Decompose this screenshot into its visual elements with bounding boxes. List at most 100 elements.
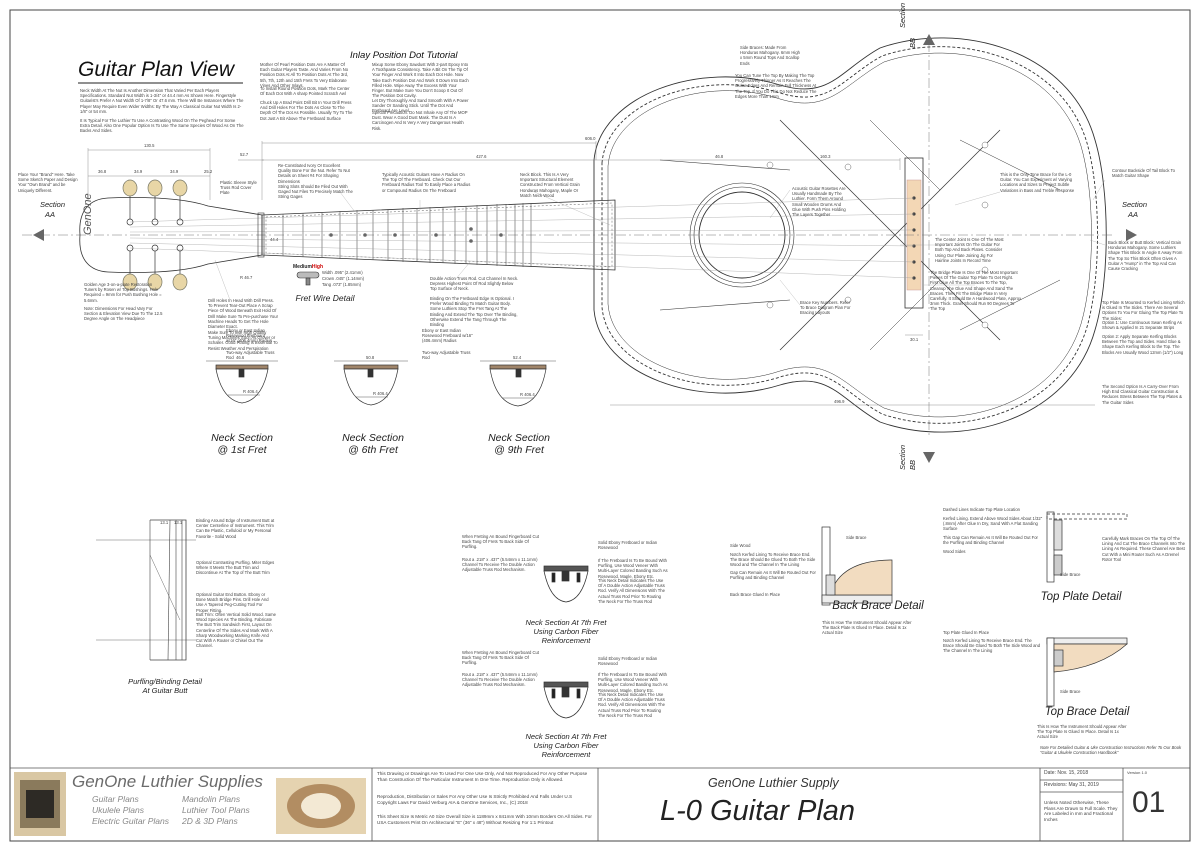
note-brand: Place Your "Brand" Here. Take Some Sketc… [18,172,78,193]
fret-wire-graphic [296,271,320,286]
dim-ts2: 13.1 [174,520,183,525]
note-top-braces-place: Top Plate Glued In Place [943,630,990,635]
caption-neck-1st-a: Neck Section [211,432,273,444]
note-ebony-fretboard-1: Ebony or East Indian Rosewood Fretboard … [226,328,272,344]
dim-n1: 46.6 [236,355,245,360]
note-carbon-2d: If The Fretboard Is To Be Bound With Pur… [598,672,668,693]
note-option2: Option 2: Apply Separate Kerfing Blocks … [1102,334,1184,355]
caption-carbon-2b: Using Carbon Fiber [533,741,599,750]
note-optional-purfling: Optional Contrasting Purfling. Miter Edg… [196,560,275,576]
caption-back-brace: Back Brace Detail [832,600,924,612]
tb-luthier-tool: Luthier Tool Plans [182,805,250,815]
caption-purfling: Purfling/Binding Detail At Guitar Butt [110,677,220,695]
dimension-lines [87,141,1095,406]
tb-2d3d-plans: 2D & 3D Plans [182,816,238,826]
section-aa-right-word: Section [1122,200,1148,209]
dim-n3: 52.4 [513,355,522,360]
caption-neck-9th: Neck Section @ 9th Fret [482,432,556,456]
note-instrument-appear: This Is How The Instrument Should Appear… [822,620,912,636]
note-carbon-2c: Solid Ebony Fretboard or Indian Rosewood [598,656,658,667]
carbon-section-2 [543,681,589,719]
note-carbon-2e: This Neck Detail Indicates The Use Of A … [598,692,665,718]
note-headstock: It Is Typical For The Luthier To Use A C… [80,118,244,134]
neck-section-6th [334,360,408,406]
dim-d9: 46.8 [715,154,724,159]
dim-n2: 50.8 [366,355,375,360]
dim-r-9th: R 406.4 [520,392,535,397]
note-dashed-lines: Dashed Lines Indicate Top Plate Location [943,507,1020,512]
note-optional-butt: Optional Guitar End Button. Ebony or Bon… [196,592,269,613]
note-carefully-mark: Carefully Mark Braces On The Top Of The … [1102,536,1185,562]
note-ebony-fretboard-2: Ebony or East Indian Rosewood Fretboard … [422,328,473,344]
fret-grade-high: High [311,264,323,270]
note-carbon-1d: If The Fretboard Is To Be Bound With Pur… [598,558,668,579]
tb-guitar-plans: Guitar Plans [92,794,139,804]
caption-carbon-2c: Reinforcement [541,750,591,759]
note-reconstituted: Re-Constituted Ivory Or Excellent Qualit… [278,163,350,184]
sheet-border [9,9,1191,842]
note-double-action: Double Action Truss Rod. Cut Channel In … [430,276,519,292]
note-neck-width: Neck Width At The Nut Is Another Dimensi… [80,88,244,114]
note-second-option: The Second Option Is A Carry-Over From H… [1102,384,1182,405]
tb-plans-col2: Mandolin Plans Luthier Tool Plans 2D & 3… [182,794,250,827]
caption-neck-1st: Neck Section @ 1st Fret [208,432,276,456]
top-brace-detail [1046,637,1128,707]
dim-r-1st: R 406.4 [243,389,258,394]
note-top-side-brace: Side Brace [1060,572,1081,577]
note-notch-kerfed: Notch Kerfed Lining To Receive Brace End… [730,552,816,568]
note-dot-tutorial-6: Special Precaution: Do Not Inhale Any Of… [372,110,468,131]
tb-unless: Unless Noted Otherwise, These Plans Are … [1044,800,1118,822]
caption-top-plate: Top Plate Detail [1040,591,1122,603]
note-bridge-plate: The Bridge Plate Is One Of The Most Impo… [930,270,1022,312]
note-dot-tutorial-3: Chuck Up A Brad Point Drill Bit In Your … [260,100,353,121]
note-head-vary: Note: Dimensions For Head Vary For Secti… [84,306,163,322]
note-carbon-1e: This Neck Detail Indicates The Use Of A … [598,578,665,604]
note-dot-tutorial-1: Mother Of Pearl Position Dots Are A Matt… [260,62,349,88]
inlay-tutorial-title: Inlay Position Dot Tutorial [350,50,458,61]
note-kerfed-lining: Kerfed Lining. Extend Above Wood Sides A… [943,516,1043,532]
note-plastic-sleeve: Plastic Sleeve Style Truss Rod Cover Pla… [220,180,257,196]
caption-top-brace: Top Brace Detail [1044,706,1130,718]
dim-d14: 496.9 [834,399,845,404]
note-side-braces: Side Braces: Made From Honduras Mahogany… [740,45,800,66]
caption-purfling-a: Purfling/Binding Detail [128,677,202,686]
brace-key-circles [766,141,989,329]
section-bb-arrow-top [923,34,935,45]
caption-carbon-2a: Neck Section At 7th Fret [525,732,607,741]
neck-section-1st [206,360,278,404]
main-title: Guitar Plan View [78,58,235,81]
dim-r-6th: R 406.4 [373,391,388,396]
note-wood-sides: Wood Sides [943,549,966,554]
tb-mandolin-plans: Mandolin Plans [182,794,241,804]
note-option1: Option 1: Use Continuous Swan Kerfing As… [1102,320,1182,331]
note-contour: Contour Backside Of Tail Block To Match … [1112,168,1175,179]
note-carbon-1a: When Fretting An Bound Fingerboard Cut B… [462,534,540,550]
section-bb-top-letters: BB [908,37,917,48]
section-bb-bottom-word: Section [898,444,907,470]
dim-d12: 44.4 [270,237,279,242]
tb-date: Date: Nov. 15, 2018 [1044,770,1089,776]
note-detailed: Note For Detailed Guitar & Uke Construct… [1040,745,1182,756]
note-binding-fretboard: Binding On The Fretboard Edge Is Optiona… [430,296,518,328]
note-carbon-1c: Solid Ebony Fretboard or Indian Rosewood [598,540,658,551]
tb-company: GenOne Luthier Supplies [72,772,263,791]
dim-d1: 130.5 [144,143,155,148]
note-gap-purfling: This Gap Can Remain As It Will Be Routed… [943,535,1038,546]
dim-d6: 52.7 [240,152,249,157]
note-golden-age: Golden Age 3-on-a-plate Restoration Tune… [84,282,162,303]
tb-legal-2: Reproduction, Distribution or Sales For … [377,794,573,805]
caption-carbon-1a: Neck Section At 7th Fret [525,618,607,627]
tuner-buttons [122,179,188,291]
dim-d13: 30.1 [910,337,919,342]
leader-lines [214,179,1106,306]
section-bb-top-word: Section [898,2,907,28]
note-tail-block: Back Block or Butt Block: Vertical Grain… [1108,240,1183,272]
caption-purfling-b: At Guitar Butt [142,686,188,695]
dim-ts1: 13.1 [160,520,169,525]
tb-plan-name: L-0 Guitar Plan [660,795,856,827]
note-back-side-brace: Side Brace [846,535,867,540]
tb-plans-col1: Guitar Plans Ukulele Plans Electric Guit… [92,794,169,827]
caption-neck-6th: Neck Section @ 6th Fret [336,432,410,456]
